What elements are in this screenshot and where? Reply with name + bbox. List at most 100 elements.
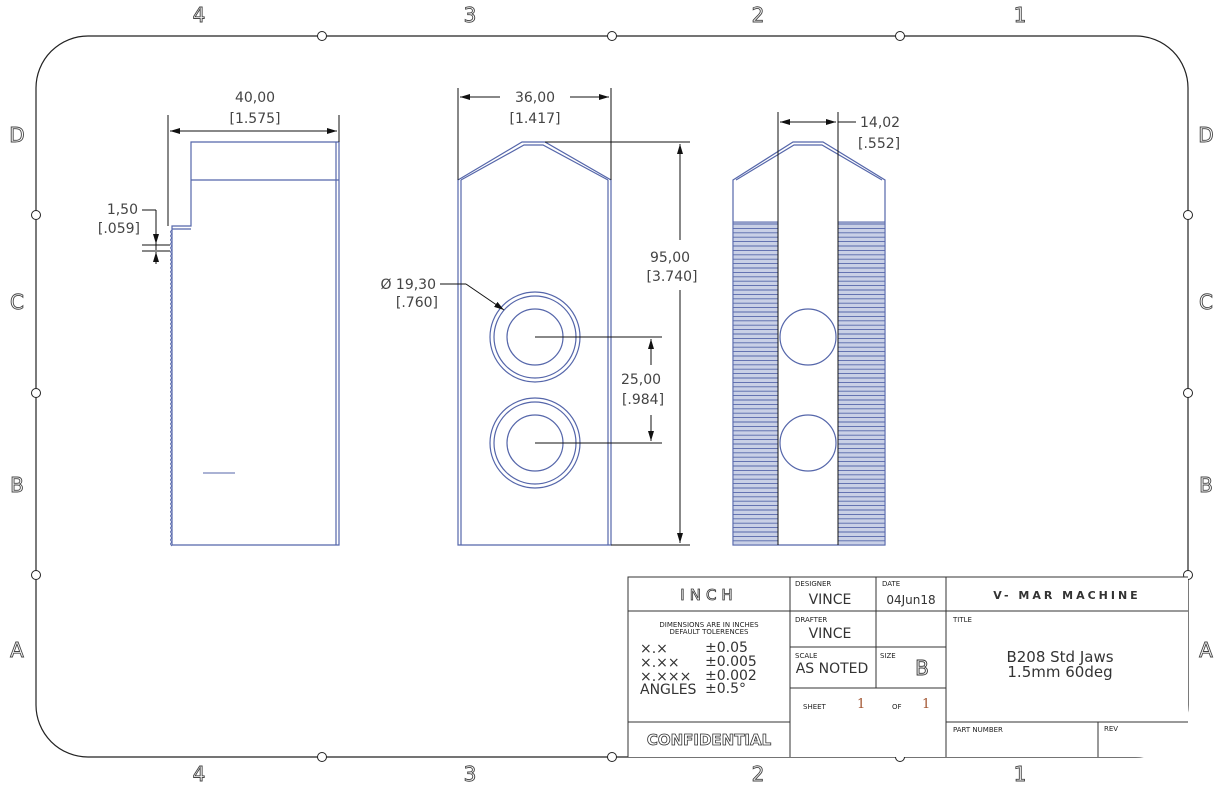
serration-tooth [170,453,173,459]
serration-tooth [170,517,173,523]
zone-marker [317,31,327,41]
dim-spacing-inch: [.984] [622,392,664,408]
zone-row-label: C [1199,290,1213,314]
zone-row-label: D [9,123,24,147]
serration-tooth [170,481,173,487]
title-line-2: 1.5mm 60deg [1007,663,1112,681]
zone-col-label: 4 [193,3,206,27]
tol-value: ±0.05 [705,640,748,656]
serration-tooth [170,537,173,543]
slot-hole [779,414,837,472]
serration-tooth [170,329,173,335]
zone-col-label: 2 [752,762,765,786]
drafter-value: VINCE [809,626,852,642]
tol-format: ANGLES [640,682,697,698]
back-serrations [732,221,886,546]
serration-tooth [170,361,173,367]
serration-tooth [170,513,173,519]
zone-marker [31,570,41,580]
serration-tooth [170,233,173,239]
zone-row-label: A [10,638,24,662]
date-label: DATE [882,580,900,588]
zone-marker [1183,210,1193,220]
company-name: V- MAR MACHINE [993,589,1140,602]
sheet-value: 1 [857,697,865,712]
zone-marker [317,752,327,762]
tol-format: ×.× [640,641,668,657]
serration-tooth [170,521,173,527]
serration-tooth [170,241,173,247]
serration-tooth [170,525,173,531]
tol-value: ±0.5° [705,681,746,697]
side-serrations [170,229,173,547]
dim-step-mm: 1,50 [107,202,138,218]
serration-tooth [170,413,173,419]
part-number-label: PART NUMBER [953,726,1003,734]
title-block: INCH DIMENSIONS ARE IN INCHES DEFAULT TO… [627,576,1188,757]
zone-row-label: B [10,473,24,497]
serration-tooth [170,437,173,443]
date-value: 04Jun18 [886,593,935,607]
front-view: 36,00 [1.417] 95,00 [3.740] 25,00 [.984]… [380,88,698,546]
zone-col-label: 3 [464,3,477,27]
zone-col-label: 3 [464,762,477,786]
serration-tooth [170,345,173,351]
tolerance-subheader: DEFAULT TOLERENCES [670,628,749,636]
serration-tooth [170,473,173,479]
tol-value: ±0.005 [705,654,757,670]
dim-spacing-mm: 25,00 [621,372,661,388]
serration-tooth [170,425,173,431]
size-label: SIZE [880,652,896,660]
serration-band [732,221,779,546]
serration-tooth [170,461,173,467]
serration-tooth [170,325,173,331]
sheet-label: SHEET [803,703,827,711]
serration-tooth [170,313,173,319]
serration-tooth [170,281,173,287]
serration-tooth [170,317,173,323]
dim-diameter-mm: Ø 19,30 [380,277,436,293]
serration-tooth [170,529,173,535]
drafter-label: DRAFTER [795,616,827,624]
serration-tooth [170,401,173,407]
zone-marker [31,210,41,220]
serration-tooth [170,485,173,491]
serration-tooth [170,365,173,371]
dim-height-inch: [3.740] [646,269,697,285]
serration-tooth [170,533,173,539]
scale-value: AS NOTED [796,661,869,677]
serration-tooth [170,369,173,375]
zone-marker [607,752,617,762]
sheet-total: 1 [922,697,930,712]
serration-tooth [170,229,173,235]
zone-row-label: D [1198,123,1213,147]
zone-row-label: B [1199,473,1213,497]
serration-tooth [170,429,173,435]
zone-col-label: 1 [1014,3,1027,27]
serration-tooth [170,449,173,455]
dim-height-mm: 95,00 [650,250,690,266]
serration-tooth [170,257,173,263]
serration-tooth [170,301,173,307]
serration-tooth [170,341,173,347]
designer-label: DESIGNER [795,580,831,588]
zone-col-label: 1 [1014,762,1027,786]
back-view: 14,02 [.552] [732,112,900,546]
side-view: 40,00 [1.575] 1,50 [.059] [98,90,340,547]
serration-tooth [170,277,173,283]
dim-front-width-inch: [1.417] [509,111,560,127]
zone-marker [607,31,617,41]
serration-tooth [170,357,173,363]
serration-tooth [170,269,173,275]
serration-tooth [170,497,173,503]
serration-tooth [170,321,173,327]
serration-tooth [170,373,173,379]
serration-tooth [170,505,173,511]
serration-tooth [170,297,173,303]
serration-tooth [170,477,173,483]
dim-front-width-mm: 36,00 [515,90,555,106]
zone-col-label: 4 [193,762,206,786]
serration-tooth [170,261,173,267]
zone-markers [31,31,1193,762]
serration-tooth [170,465,173,471]
